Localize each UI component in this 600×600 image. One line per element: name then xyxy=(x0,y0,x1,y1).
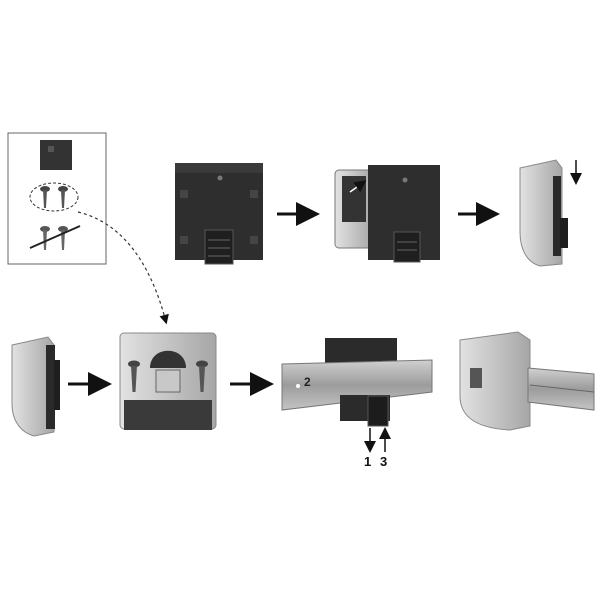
step-7-mounted-device xyxy=(459,331,595,431)
step-label-3: 3 xyxy=(380,454,388,469)
selected-screws-highlight xyxy=(29,182,79,212)
crossed-screw-icon xyxy=(29,225,81,250)
step-5-housing-screws xyxy=(119,332,217,430)
screw-icon xyxy=(196,360,208,392)
screw-icon xyxy=(58,186,68,208)
step-2-housing-open xyxy=(334,165,440,263)
step-1-device-back xyxy=(175,163,263,265)
device-thumbnail xyxy=(40,140,72,170)
step-6-rail-mount xyxy=(281,338,433,453)
step-label-2: 2 xyxy=(304,375,311,389)
din-clip xyxy=(204,229,234,265)
step-4-side-view xyxy=(11,336,60,437)
din-rail xyxy=(527,367,595,411)
step-label-1: 1 xyxy=(364,454,372,469)
screws-inset xyxy=(7,132,107,265)
din-rail xyxy=(281,359,433,411)
screw-icon xyxy=(40,186,50,208)
curved-dashed-arrow-icon xyxy=(77,211,169,325)
screw-icon xyxy=(128,360,140,392)
step-3-side-view xyxy=(519,159,582,267)
